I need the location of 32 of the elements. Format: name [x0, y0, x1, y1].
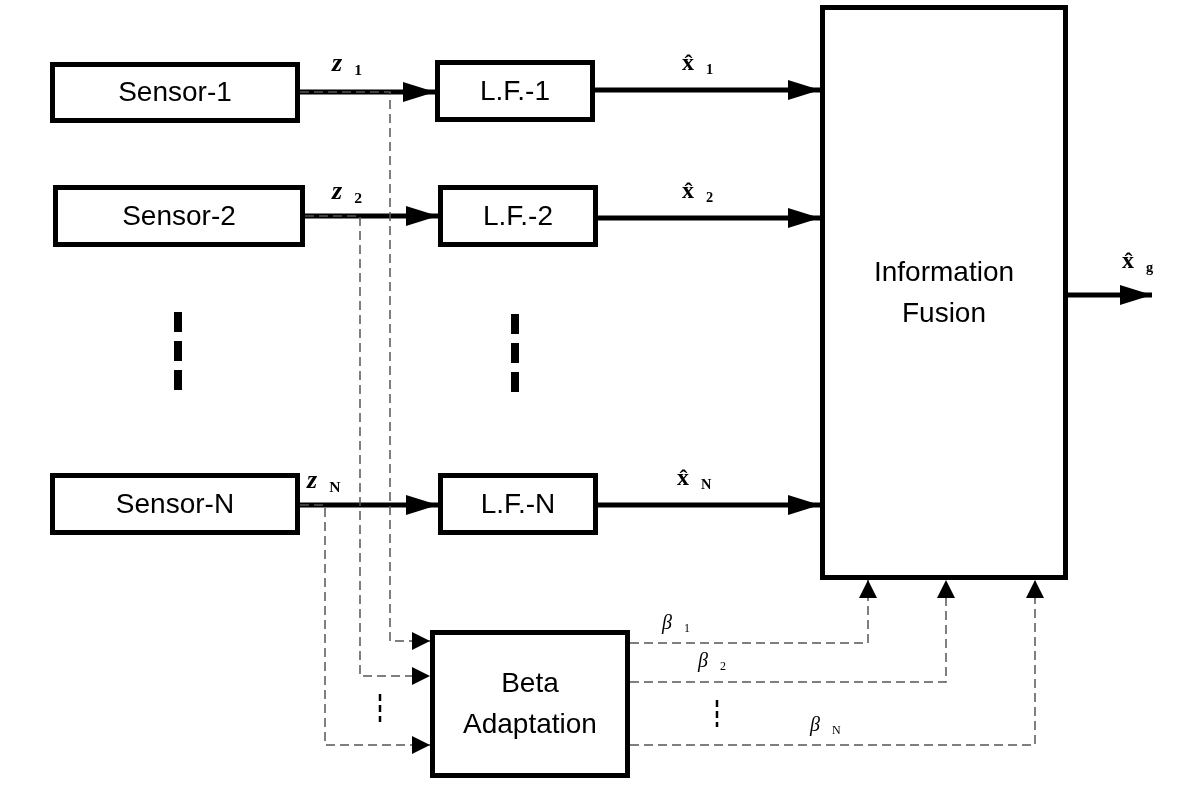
arrow: [1068, 285, 1152, 305]
arrow: [629, 579, 1044, 746]
arrow: [598, 495, 820, 515]
arrow: [305, 206, 438, 226]
arrow: [629, 579, 877, 644]
box-label: Sensor-N: [115, 486, 235, 521]
box-label: L.F.-N: [480, 486, 556, 521]
arrow: [595, 80, 820, 100]
arrow: [304, 215, 431, 685]
arrow: [629, 579, 955, 683]
arrow: [300, 495, 438, 515]
process-box: [435, 60, 595, 122]
process-box: [430, 630, 630, 778]
process-box: [50, 473, 300, 535]
edge-label: β$_{N}$: [808, 714, 843, 734]
box-label: Beta Adaptation: [462, 666, 598, 741]
box-label: Sensor-1: [118, 75, 232, 110]
process-box: [53, 185, 305, 247]
box-label: L.F.-2: [483, 198, 553, 233]
box-label: L.F.-1: [480, 73, 550, 108]
process-box: [438, 185, 598, 247]
process-box: [820, 5, 1068, 580]
process-box: [438, 473, 598, 535]
edge-label: β$_{2}$: [696, 650, 728, 670]
arrow: [299, 91, 431, 650]
box-label: Information Fusion: [872, 254, 1016, 330]
arrow: [300, 82, 435, 102]
process-box: [50, 62, 300, 123]
arrow: [299, 504, 431, 754]
arrow: [598, 208, 820, 228]
edge-label: β$_{1}$: [660, 612, 692, 632]
box-label: Sensor-2: [122, 198, 236, 233]
